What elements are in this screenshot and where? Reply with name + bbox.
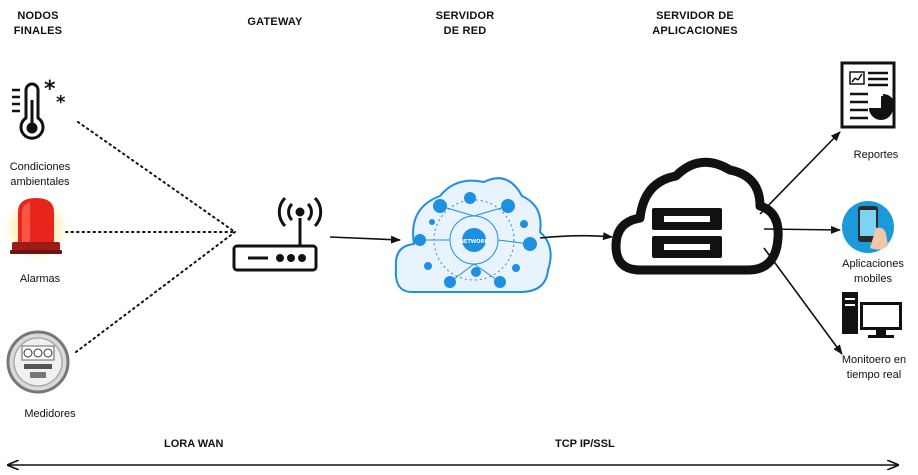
header-network-server: SERVIDOR DE RED (435, 10, 495, 37)
alarm-siren-icon (4, 196, 68, 260)
electric-meter-icon (6, 330, 70, 394)
end-node-label-alarms: Alarmas (19, 273, 61, 285)
end-node-label-environment: Condiciones ambientales (9, 161, 71, 188)
desktop-computer-icon (842, 292, 902, 338)
arrow-network-to-app (539, 232, 613, 241)
svg-text:*: * (56, 92, 66, 113)
thermometer-icon: * * (12, 77, 66, 140)
report-icon (840, 61, 896, 129)
header-gateway: GATEWAY (247, 16, 303, 28)
output-arrows (759, 131, 843, 355)
protocol-label-lorawan: LORA WAN (164, 438, 224, 450)
network-cloud-icon: NETWORK (394, 177, 552, 293)
output-label-realtime-monitoring: Monitoero en tiempo real (841, 354, 907, 381)
application-server-cloud-icon (611, 157, 783, 275)
svg-text:*: * (44, 77, 56, 102)
gateway-router-icon (232, 196, 323, 272)
output-label-reports: Reportes (853, 149, 899, 161)
header-application-server: SERVIDOR DE APLICACIONES (652, 10, 738, 37)
lora-dotted-links (65, 121, 236, 353)
mobile-phone-icon (842, 201, 894, 253)
network-cloud-label: NETWORK (460, 239, 490, 245)
header-end-nodes: NODOS FINALES (13, 10, 63, 37)
end-node-label-meters: Medidores (24, 408, 76, 420)
protocol-label-tcpip: TCP IP/SSL (555, 438, 615, 450)
arrow-gateway-to-network (329, 235, 401, 244)
output-label-mobile-apps: Aplicaciones mobiles (842, 258, 904, 285)
